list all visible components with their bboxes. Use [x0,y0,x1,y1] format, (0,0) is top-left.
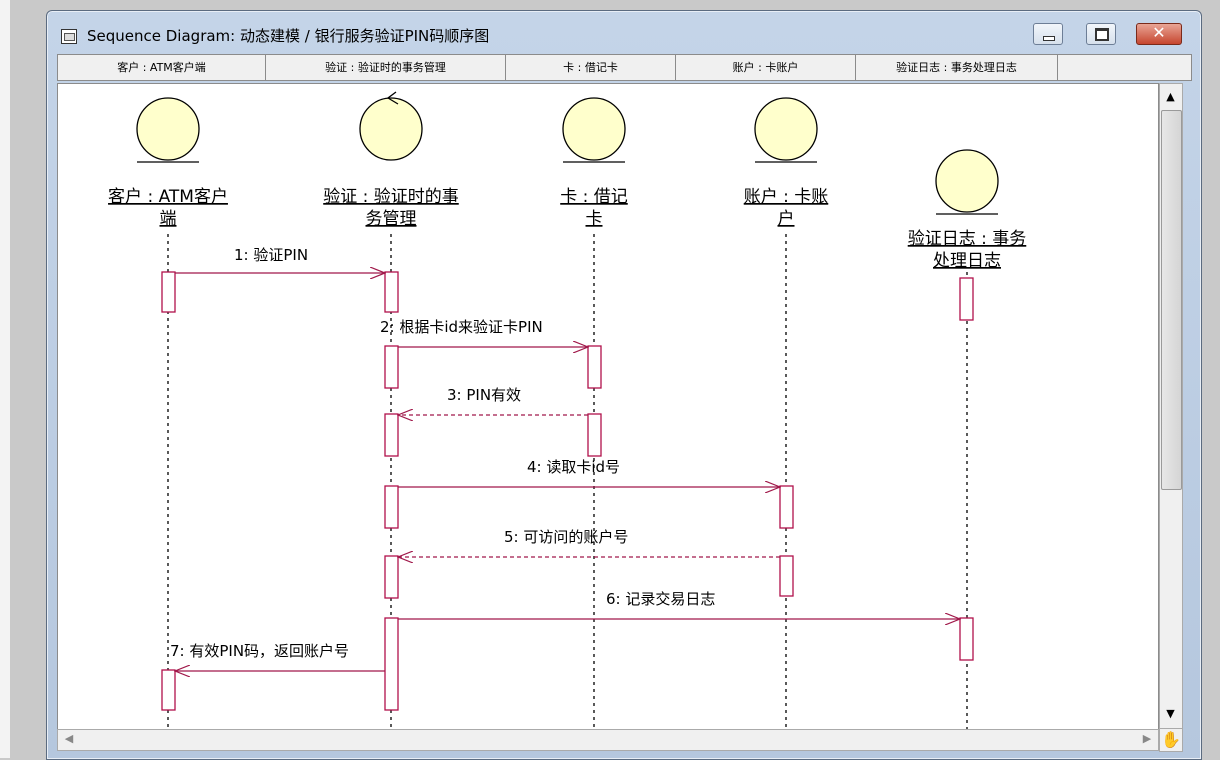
lifeline-header-row: 客户 : ATM客户端 验证 : 验证时的事务管理 卡 : 借记卡 账户 : 卡… [57,54,1065,81]
header-cell-card[interactable]: 卡 : 借记卡 [506,55,676,80]
hand-pan-icon[interactable]: ✋ [1159,728,1183,752]
activation-log-1[interactable] [959,617,974,661]
object-label-verify-1[interactable]: 验证 : 验证时的事 [323,187,459,207]
header-cell-account[interactable]: 账户 : 卡账户 [676,55,856,80]
activation-account-2[interactable] [779,555,794,597]
maximize-button[interactable] [1086,23,1116,45]
message-label-4[interactable]: 4: 读取卡id号 [527,458,620,476]
entity-icon-account[interactable] [754,97,818,163]
mdi-background [10,0,46,758]
activation-verify-1[interactable] [384,271,399,313]
close-button[interactable]: ✕ [1136,23,1182,45]
activation-verify-2[interactable] [384,345,399,389]
object-label-client-1[interactable]: 客户 : ATM客户 [108,187,228,207]
scroll-left-icon[interactable]: ◀ [64,732,74,745]
scroll-down-icon[interactable]: ▼ [1166,707,1175,720]
window-title: Sequence Diagram: 动态建模 / 银行服务验证PIN码顺序图 [87,27,490,45]
activation-verify-5[interactable] [384,555,399,599]
diagram-window-icon [61,29,77,44]
header-cell-log[interactable]: 验证日志 : 事务处理日志 [856,55,1058,80]
message-label-2[interactable]: 2: 根据卡id来验证卡PIN [380,318,543,336]
minimize-button[interactable] [1033,23,1063,45]
activation-verify-3[interactable] [384,413,399,457]
object-label-client-2[interactable]: 端 [160,209,177,229]
horizontal-scrollbar[interactable]: ◀ ▶ [57,729,1159,751]
entity-icon-client[interactable] [136,97,200,163]
activation-client-1[interactable] [161,271,176,313]
sequence-diagram-svg: 客户 : ATM客户 端 验证 : 验证时的事 务管理 卡 : 借记 卡 账户 … [108,91,1027,729]
scroll-up-icon[interactable]: ▲ [1166,90,1175,103]
activation-card-1[interactable] [587,345,602,389]
object-label-account-1[interactable]: 账户 : 卡账 [744,187,829,207]
object-label-verify-2[interactable]: 务管理 [366,209,417,229]
window-titlebar[interactable]: Sequence Diagram: 动态建模 / 银行服务验证PIN码顺序图 ✕ [47,11,1201,55]
message-label-7[interactable]: 7: 有效PIN码，返回账户号 [170,642,349,660]
scroll-right-icon[interactable]: ▶ [1142,732,1152,745]
header-cell-verify[interactable]: 验证 : 验证时的事务管理 [266,55,506,80]
message-label-3[interactable]: 3: PIN有效 [447,386,521,404]
entity-icon-log[interactable] [935,149,999,215]
activation-verify-4[interactable] [384,485,399,529]
activation-verify-6[interactable] [384,617,399,711]
object-label-card-1[interactable]: 卡 : 借记 [560,187,628,207]
object-label-log-2[interactable]: 处理日志 [933,251,1001,271]
message-label-5[interactable]: 5: 可访问的账户号 [504,528,628,546]
object-label-log-1[interactable]: 验证日志 : 事务 [908,229,1027,249]
message-label-6[interactable]: 6: 记录交易日志 [606,590,715,608]
activation-log-0[interactable] [959,277,974,321]
entity-icon-card[interactable] [562,97,626,163]
activation-card-2[interactable] [587,413,602,457]
sequence-diagram-window: Sequence Diagram: 动态建模 / 银行服务验证PIN码顺序图 ✕… [46,10,1202,760]
vertical-scroll-thumb[interactable] [1161,110,1182,490]
object-label-account-2[interactable]: 户 [778,209,795,229]
vertical-scrollbar[interactable]: ▲ ▼ [1159,83,1183,730]
message-label-1[interactable]: 1: 验证PIN [234,246,308,264]
close-icon: ✕ [1152,23,1166,42]
activation-client-2[interactable] [161,669,176,711]
header-row-empty [1063,54,1192,81]
object-label-card-2[interactable]: 卡 [586,209,603,229]
control-icon-verify[interactable] [359,91,423,161]
diagram-canvas[interactable]: 客户 : ATM客户 端 验证 : 验证时的事 务管理 卡 : 借记 卡 账户 … [57,83,1159,730]
header-cell-client[interactable]: 客户 : ATM客户端 [58,55,266,80]
activation-account-1[interactable] [779,485,794,529]
